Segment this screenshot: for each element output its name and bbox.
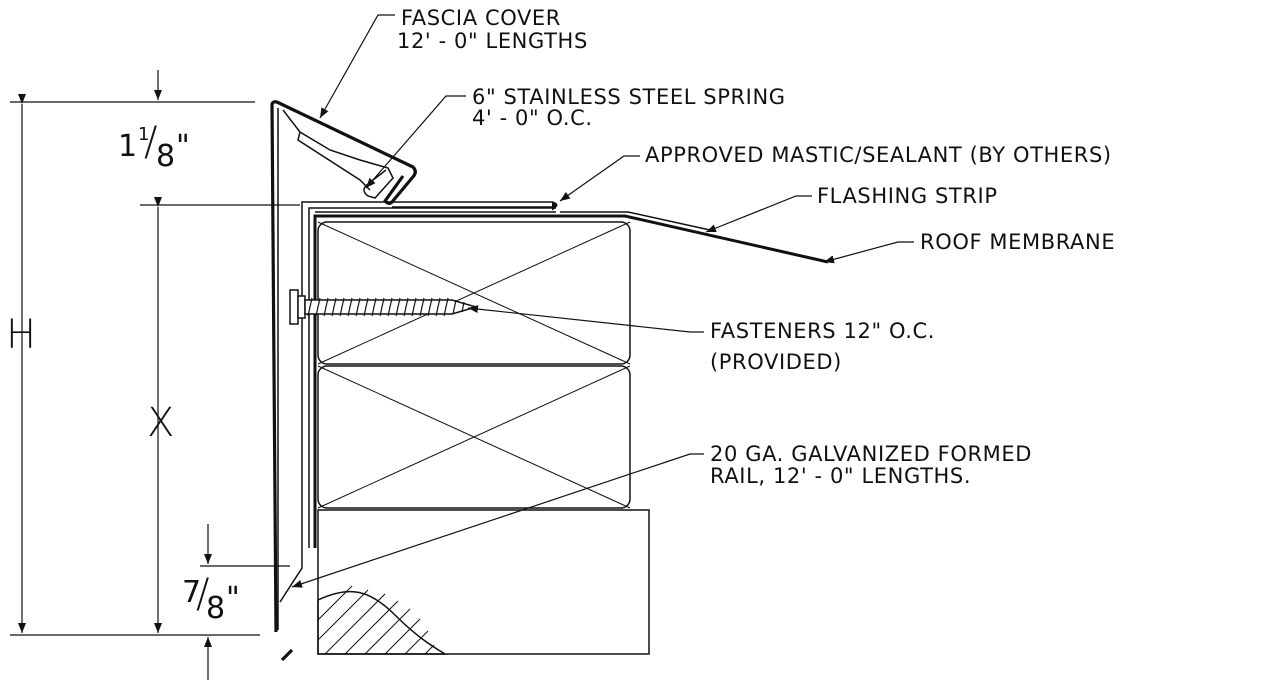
- wood-nailer-lower: [317, 365, 631, 509]
- masonry-hatch-region: [317, 590, 448, 655]
- mastic-label: APPROVED MASTIC/SEALANT (BY OTHERS): [645, 143, 1112, 167]
- bottom-offset-slash: /: [196, 571, 210, 617]
- fascia-cover-hook: [280, 648, 294, 662]
- bottom-offset-unit: ": [226, 581, 240, 616]
- rail-label-line1: 20 GA. GALVANIZED FORMED: [710, 442, 1032, 466]
- top-offset-denominator: 8: [156, 139, 176, 174]
- top-offset-unit: ": [176, 129, 190, 164]
- spring-label-line2: 4' - 0" O.C.: [472, 106, 593, 130]
- bottom-offset-numerator: 7: [182, 575, 202, 610]
- fasteners-label-line1: FASTENERS 12" O.C.: [710, 319, 936, 343]
- leader-lines: [291, 14, 914, 588]
- fastener-screw: [289, 289, 479, 325]
- dimension-lines: [10, 70, 300, 680]
- fascia-cover: [270, 100, 417, 633]
- rail-bottom-lip: [279, 548, 303, 603]
- dimension-h-label: H: [6, 312, 37, 358]
- wood-nailer-upper: [317, 221, 631, 365]
- galvanized-rail: [301, 201, 556, 548]
- flashing-strip: [308, 207, 711, 548]
- dimension-x-label: X: [147, 400, 175, 446]
- hatch-lines: [318, 585, 435, 654]
- fascia-cover-label-line1: FASCIA COVER: [401, 6, 561, 30]
- mastic-bead: [551, 201, 558, 211]
- roof-membrane-label: ROOF MEMBRANE: [920, 230, 1116, 254]
- bottom-offset-denominator: 8: [206, 591, 226, 626]
- top-offset-whole: 1: [118, 129, 138, 164]
- top-offset-numerator: 1: [138, 124, 150, 145]
- fascia-cover-label-line2: 12' - 0" LENGTHS: [397, 29, 588, 53]
- roof-membrane: [313, 214, 829, 548]
- fasteners-label-line2: (PROVIDED): [710, 350, 842, 374]
- flashing-label: FLASHING STRIP: [817, 184, 998, 208]
- top-offset-slash: /: [144, 119, 158, 165]
- stainless-spring: [282, 109, 394, 199]
- rail-label-line2: RAIL, 12' - 0" LENGTHS.: [710, 464, 972, 488]
- base-block: [317, 509, 650, 655]
- spring-label-line1: 6" STAINLESS STEEL SPRING: [472, 85, 786, 109]
